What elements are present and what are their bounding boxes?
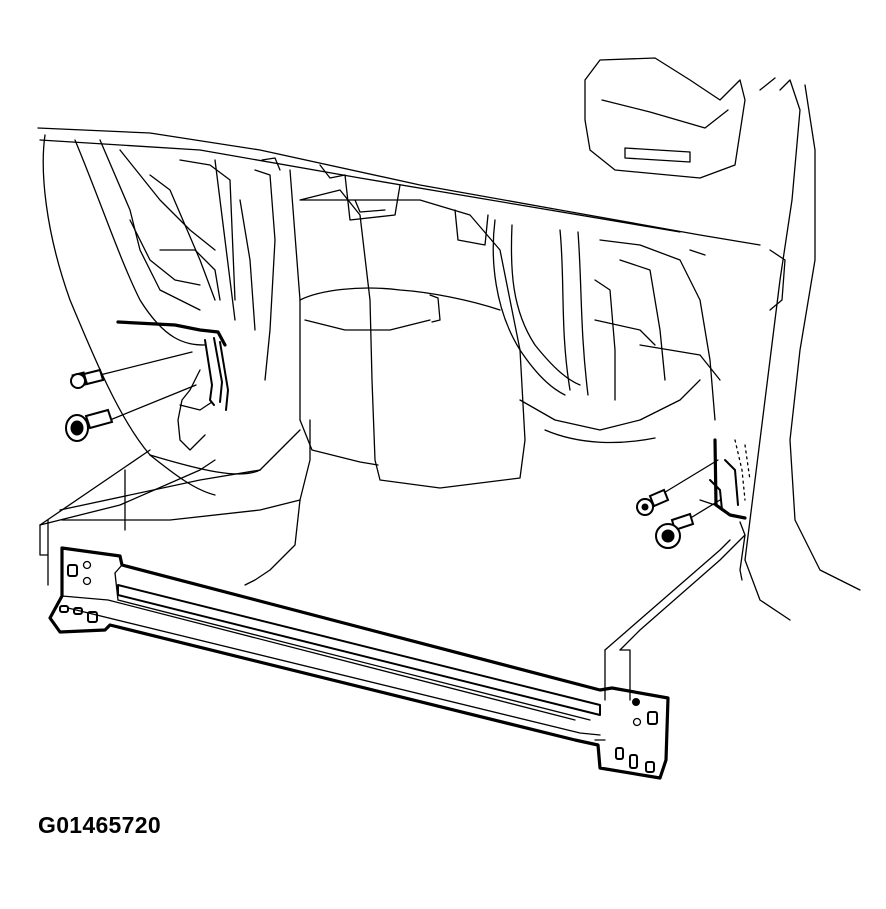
- crossmember-ghost-outline: [39, 419, 746, 701]
- vehicle-underbody: [37, 57, 861, 621]
- left-mount-bracket: [116, 320, 229, 496]
- small-bolt-icon: [636, 488, 670, 516]
- small-bolt-icon: [70, 368, 105, 389]
- large-flange-bolt-icon: [655, 512, 695, 549]
- leader-line: [109, 384, 197, 421]
- right-mounting-holes: [615, 698, 658, 773]
- right-bolt-group: [636, 459, 721, 549]
- leader-line: [99, 351, 193, 376]
- crossmember-bar: [48, 546, 670, 780]
- large-flange-bolt-icon: [65, 408, 114, 442]
- figure-code-label: G01465720: [38, 812, 161, 838]
- left-mounting-holes: [59, 560, 98, 623]
- left-bolt-group: [65, 351, 197, 442]
- leader-line: [661, 459, 719, 495]
